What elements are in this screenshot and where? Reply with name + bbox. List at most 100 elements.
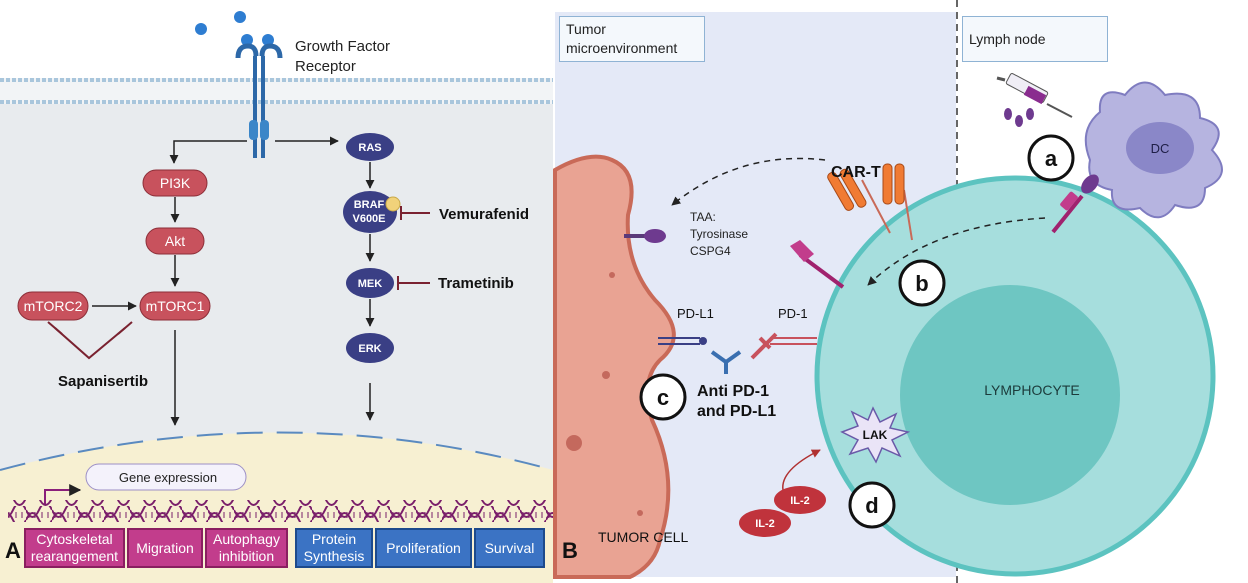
outcome-label: Protein: [311, 531, 357, 547]
ligand: [234, 11, 246, 23]
mtorc1-node: [139, 291, 211, 321]
pi3k-label: PI3K: [160, 175, 191, 191]
lymphocyte-nucleus: [900, 285, 1120, 505]
step-a-circle: [1027, 134, 1075, 182]
erk-label: ERK: [358, 343, 381, 355]
pd-l1-label: PD-L1: [677, 306, 714, 321]
dna-helix: [8, 500, 553, 522]
outcome-label: Survival: [484, 539, 535, 556]
braf-node: [343, 191, 397, 233]
anti-pd1-label: and PD-L1: [697, 403, 776, 420]
outcome-label: Synthesis: [303, 548, 365, 564]
recognition-arrow: [671, 157, 826, 206]
receptor-label: Receptor: [295, 58, 356, 75]
inhibition-bar: [47, 321, 63, 335]
dendritic-cell: [1084, 81, 1223, 219]
taa-antigen: [624, 229, 666, 243]
nuclear-envelope: [0, 431, 554, 471]
tumor-env-line: Tumor: [566, 21, 606, 37]
pi3k-node: [142, 169, 208, 197]
step-d-circle: [848, 481, 896, 529]
taa-label: CSPG4: [690, 244, 731, 258]
outcome-label: Migration: [136, 539, 194, 556]
tumor-spot: [602, 371, 610, 379]
erk-node: [346, 333, 394, 363]
inhibition-line: [54, 327, 126, 360]
step-a-label: a: [1045, 146, 1058, 171]
mtorc2-label: mTORC2: [24, 298, 83, 314]
inhibition-bar: [117, 321, 133, 335]
vemurafenid-label: Vemurafenid: [439, 206, 529, 223]
il-2-molecule: [739, 509, 791, 537]
tumor-cell: [553, 154, 676, 579]
ras-node: [346, 133, 394, 161]
tumor-spot: [609, 272, 615, 278]
mek-label: MEK: [358, 278, 383, 290]
panel-a: Growth Factor Receptor PI3K Akt mTORC2 m…: [0, 11, 554, 583]
taa-label: Tyrosinase: [690, 227, 748, 241]
outcome-label: Cytoskeletal: [36, 531, 113, 547]
ligand: [241, 34, 253, 46]
mtorc1-label: mTORC1: [146, 298, 205, 314]
car-t-label: CAR-T: [831, 164, 881, 181]
akt-node: [145, 227, 205, 255]
tumor-spot: [637, 510, 643, 516]
antibody: [750, 332, 778, 360]
braf-label: BRAF: [354, 199, 385, 211]
stimulation-arrow: [782, 449, 821, 491]
outcome-box: Migration: [127, 528, 203, 568]
sapanisertib-label: Sapanisertib: [58, 373, 148, 390]
car-t-receptor: [827, 168, 891, 234]
car-t-receptor: [882, 163, 913, 241]
lak-cell: [840, 406, 911, 464]
pd-l1-receptor: [658, 337, 707, 345]
step-b-circle: [898, 259, 946, 307]
outcome-label: Proliferation: [386, 539, 461, 556]
arrow: [169, 140, 247, 164]
dc-label: DC: [1151, 141, 1170, 156]
step-c-label: c: [657, 385, 669, 410]
panel-b: TAA: Tyrosinase CSPG4 LYMPHOCYTE CAR-T: [553, 0, 1223, 583]
panel-a-letter: A: [5, 538, 21, 563]
anti-pd1-label: Anti PD-1: [697, 383, 769, 400]
mtorc2-node: [17, 291, 89, 321]
outcome-box: Survival: [474, 528, 545, 568]
vaccine-peptides: [1004, 108, 1034, 127]
step-c-circle: [639, 373, 687, 421]
cell-membrane: [0, 78, 553, 104]
receptor-label: Growth Factor: [295, 38, 390, 55]
step-d-label: d: [865, 493, 878, 518]
akt-label: Akt: [165, 233, 185, 249]
outcome-label: inhibition: [218, 548, 275, 564]
il-2-molecule: [774, 486, 826, 514]
tumor-microenvironment-label: Tumor microenvironment: [559, 16, 705, 62]
outcome-box: Proliferation: [375, 528, 472, 568]
taa-label: TAA:: [690, 210, 716, 224]
step-b-label: b: [915, 271, 928, 296]
il-2-label: IL-2: [790, 495, 810, 507]
lymphocyte-label: LYMPHOCYTE: [984, 382, 1079, 398]
tumor-env-line: microenvironment: [566, 40, 678, 56]
mek-node: [346, 268, 394, 298]
pd-1-receptor: [770, 337, 817, 345]
tumor-cell-label: TUMOR CELL: [598, 529, 688, 545]
antibody: [710, 350, 742, 374]
braf-label: V600E: [352, 213, 385, 225]
mutation-dot: [385, 196, 401, 212]
panel-b-letter: B: [562, 538, 578, 563]
ligand: [195, 23, 207, 35]
outcome-label: rearangement: [30, 548, 119, 564]
gene-expression-box: [85, 463, 247, 491]
mhc-complex: [1051, 174, 1099, 234]
activation-arrow: [867, 217, 1046, 286]
ligand: [262, 34, 274, 46]
lymph-node-text: Lymph node: [969, 30, 1046, 47]
il-2-label: IL-2: [755, 518, 775, 530]
growth-factor-receptor: [235, 43, 283, 158]
syringe-icon: [996, 73, 1073, 118]
pd-1-label: PD-1: [778, 306, 808, 321]
